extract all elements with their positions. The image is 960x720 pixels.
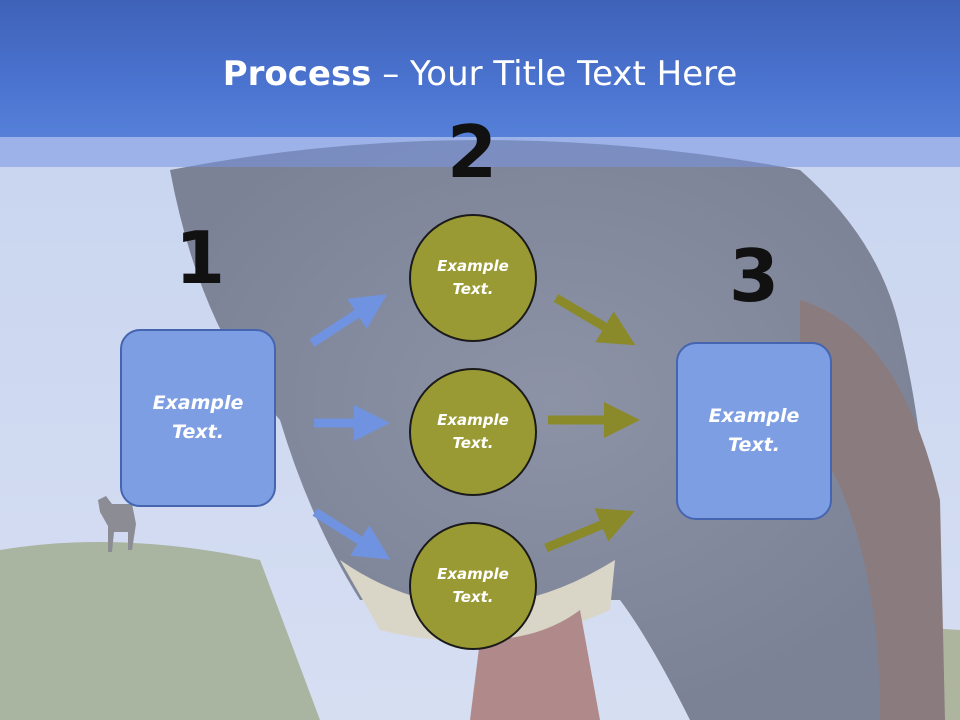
title-bar — [0, 0, 960, 137]
step-number-1: 1 — [174, 216, 226, 300]
title-bold: Process — [222, 54, 372, 94]
title-bar-strip — [0, 137, 960, 167]
circle-bottom-line2: Text. — [452, 588, 494, 606]
step-number-2: 2 — [446, 110, 498, 194]
title-rest: – Your Title Text Here — [371, 54, 738, 94]
circle-middle-line2: Text. — [452, 434, 494, 452]
right-box-line2: Text. — [728, 434, 780, 456]
left-box-line2: Text. — [172, 421, 224, 443]
right-box-line1: Example — [708, 405, 800, 427]
circle-middle-line1: Example — [437, 411, 509, 429]
step-number-3: 3 — [728, 234, 780, 318]
circle-top-line2: Text. — [452, 280, 494, 298]
left-box-line1: Example — [152, 392, 244, 414]
circle-top-line1: Example — [437, 257, 509, 275]
slide-title: Process – Your Title Text Here — [0, 52, 960, 96]
circle-bottom-line1: Example — [437, 565, 509, 583]
